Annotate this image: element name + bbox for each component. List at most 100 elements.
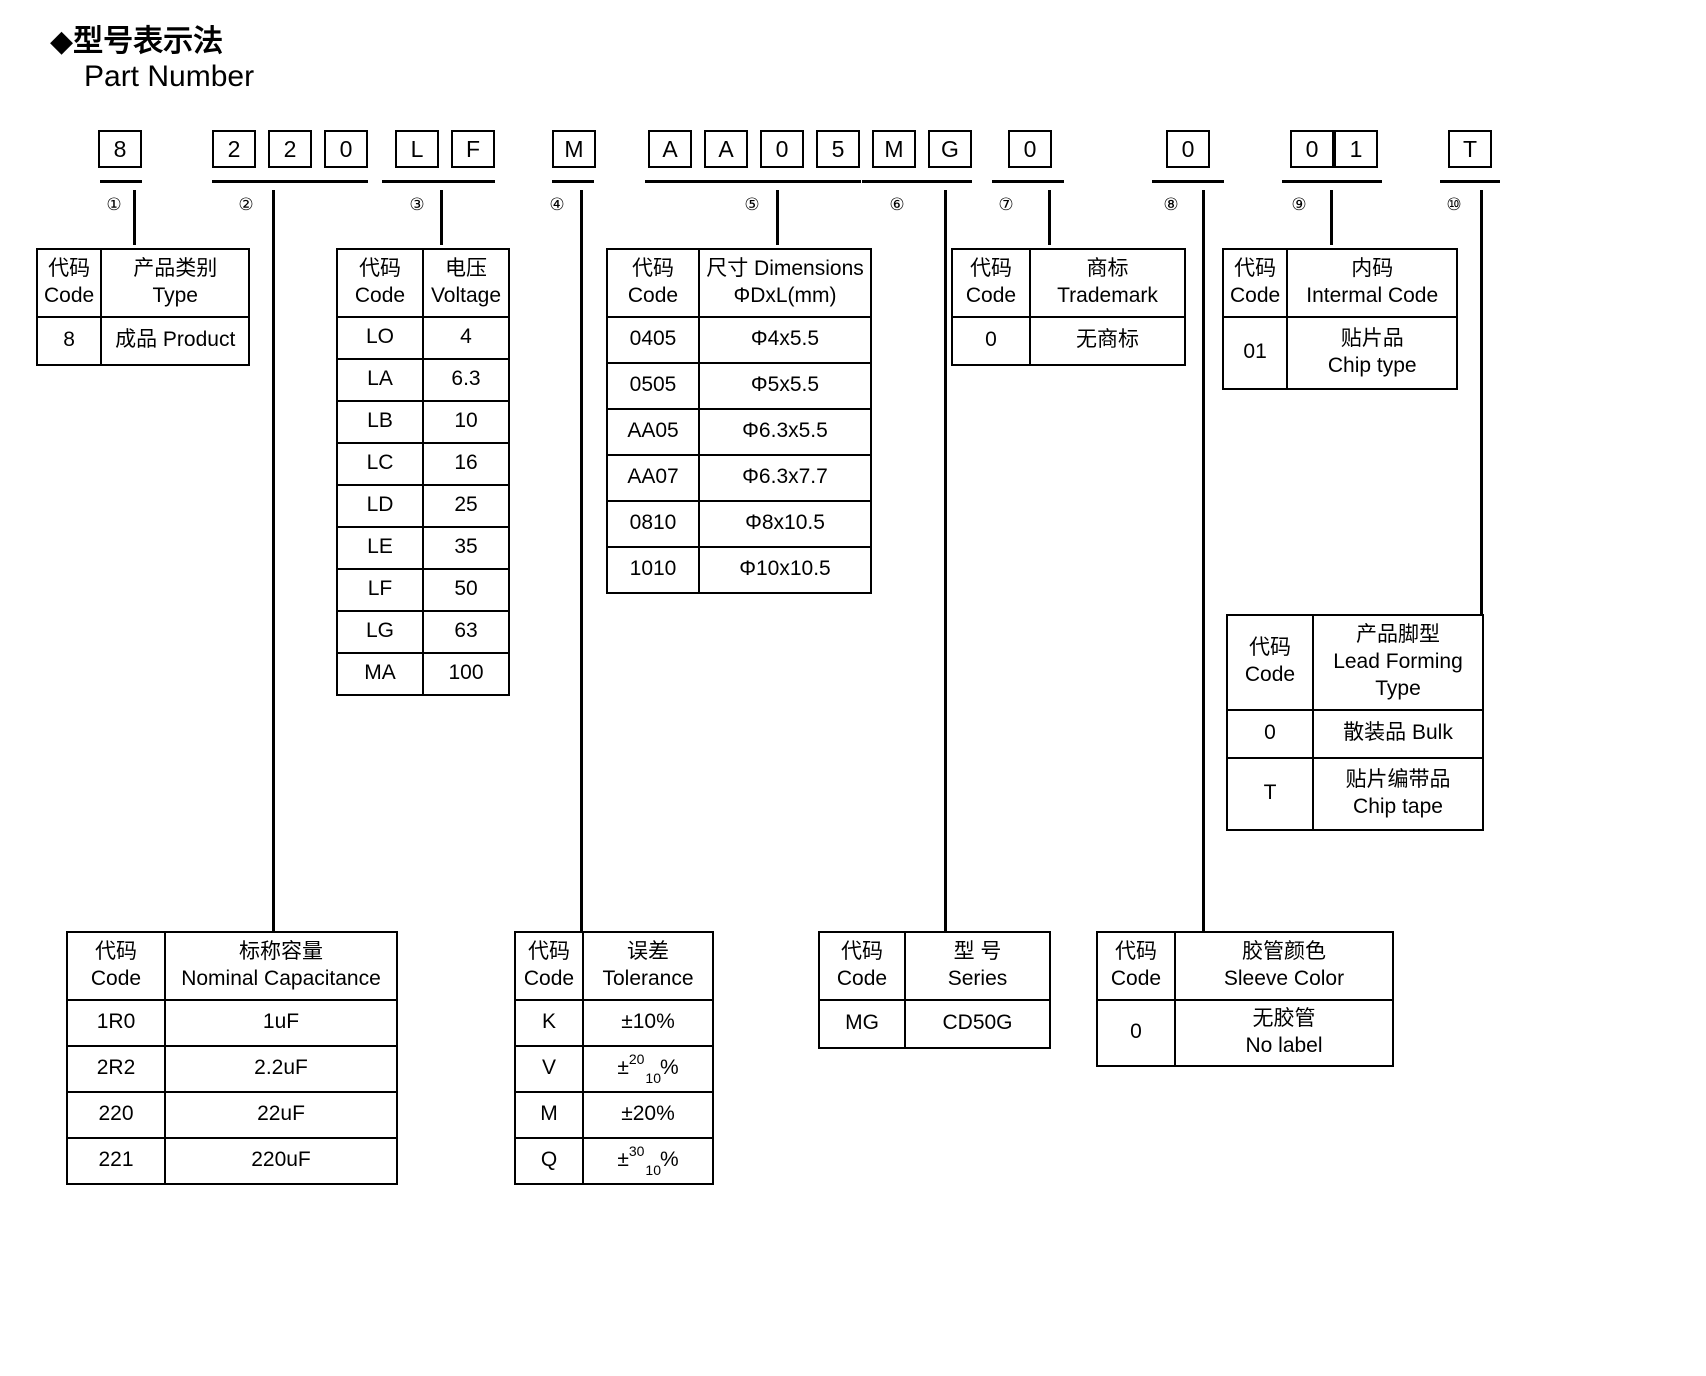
cell-code: T (1226, 756, 1314, 831)
marker-4: ④ (549, 195, 565, 214)
group-underline-5 (645, 180, 861, 183)
cell-code: 0810 (606, 499, 700, 548)
header-value-cn: 标称容量 (239, 940, 323, 963)
cell-code: 0505 (606, 361, 700, 410)
cell-value: 散装品 Bulk (1312, 708, 1484, 759)
group-underline-4 (552, 180, 594, 183)
leader-8 (1202, 190, 1205, 935)
pn-char-5-3: 0 (760, 130, 804, 168)
tolerance-fraction: ±3010% (617, 1143, 678, 1178)
header-value-en: ΦDxL(mm) (733, 283, 837, 307)
cell-value: 6.3 (422, 357, 510, 402)
group-underline-3 (382, 180, 495, 183)
cell-code: 1010 (606, 545, 700, 594)
header-value-cn: 产品类别 (133, 257, 218, 280)
table-row: Q ±3010% (514, 1136, 714, 1185)
cell-value-cn: 贴片编带品 (1345, 767, 1451, 791)
table-lead-forming-type: 代码 Code 产品脚型 Lead Forming Type 0 散装品 Bul… (1226, 614, 1484, 831)
cell-value: 贴片品 Chip type (1286, 315, 1459, 390)
tolerance-sup: 30 (628, 1143, 645, 1160)
pn-char-3-1: L (395, 130, 439, 168)
cell-code: AA05 (606, 407, 700, 456)
table-row: T 贴片编带品 Chip tape (1226, 756, 1484, 831)
cell-code: LA (336, 357, 424, 402)
cell-value: ±10% (582, 998, 714, 1047)
cell-code: 0405 (606, 315, 700, 364)
cell-value: Φ4x5.5 (698, 315, 872, 364)
marker-8: ⑧ (1163, 195, 1179, 214)
group-underline-6 (862, 180, 972, 183)
cell-value: Φ8x10.5 (698, 499, 872, 548)
pn-char-10-1: T (1448, 130, 1492, 168)
cell-code: 0 (1226, 708, 1314, 759)
header-code-cn: 代码 (1234, 257, 1277, 280)
table-row-header: 代码 Code 型 号 Series (818, 931, 1051, 1001)
header-value-en: Voltage (430, 283, 502, 307)
cell-code: MG (818, 998, 906, 1049)
marker-2: ② (238, 195, 254, 214)
cell-code: 2R2 (66, 1044, 166, 1093)
table-row: M ±20% (514, 1090, 714, 1139)
header-code-cn: 代码 (95, 940, 137, 963)
cell-value-cn: 贴片品 (1340, 326, 1404, 350)
header-code-cn: 代码 (632, 257, 674, 280)
header-value: 产品类别 Type (100, 248, 251, 318)
header-code-en: Code (1230, 283, 1281, 307)
cell-value: 220uF (164, 1136, 398, 1185)
cell-code: M (514, 1090, 584, 1139)
header-code: 代码 Code (35, 248, 103, 318)
cell-value: 贴片编带品 Chip tape (1312, 756, 1484, 831)
cell-value-en: Chip tape (1353, 794, 1443, 818)
table-row-header: 代码 Code 标称容量 Nominal Capacitance (66, 931, 398, 1001)
cell-code: 0 (951, 315, 1031, 366)
header-value-cn: 误差 (627, 940, 669, 963)
group-underline-10 (1440, 180, 1500, 183)
header-code-cn: 代码 (841, 940, 883, 963)
header-value: 商标 Trademark (1029, 248, 1186, 318)
table-row: V ±2010% (514, 1044, 714, 1093)
leader-5 (776, 190, 779, 245)
header-value-cn: 电压 (445, 257, 487, 280)
tolerance-sign: ± (617, 1148, 629, 1172)
header-value-cn: 型 号 (953, 940, 1002, 963)
table-series: 代码 Code 型 号 Series MG CD50G (818, 931, 1051, 1049)
pn-char-2-2: 2 (268, 130, 312, 168)
header-code-cn: 代码 (970, 257, 1012, 280)
cell-code: AA07 (606, 453, 700, 502)
cell-value: 16 (422, 441, 510, 486)
cell-code: K (514, 998, 584, 1047)
pn-char-9-2: 1 (1334, 130, 1378, 168)
group-underline-8 (1152, 180, 1224, 183)
marker-7: ⑦ (998, 195, 1014, 214)
pn-char-3-2: F (451, 130, 495, 168)
marker-3: ③ (409, 195, 425, 214)
header-code-en: Code (44, 283, 95, 307)
cell-code: LC (336, 441, 424, 486)
table-internal-code: 代码 Code 内码 Intermal Code 01 贴片品 Chip typ… (1221, 248, 1459, 390)
table-row: 01 贴片品 Chip type (1221, 315, 1459, 390)
marker-5: ⑤ (744, 195, 760, 214)
cell-code: 8 (35, 315, 103, 366)
pn-char-5-1: A (648, 130, 692, 168)
cell-code: 220 (66, 1090, 166, 1139)
cell-value: Φ6.3x7.7 (698, 453, 872, 502)
cell-code: 0 (1096, 998, 1176, 1067)
cell-value: 35 (422, 525, 510, 570)
pn-char-5-4: 5 (816, 130, 860, 168)
header-value-en: Intermal Code (1306, 283, 1439, 307)
header-code: 代码 Code (66, 931, 166, 1001)
pn-char-8-1: 0 (1166, 130, 1210, 168)
header-value: 产品脚型 Lead Forming Type (1312, 614, 1484, 711)
header-value: 尺寸 Dimensions ΦDxL(mm) (698, 248, 872, 318)
cell-code: LG (336, 609, 424, 654)
header-code-cn: 代码 (48, 257, 91, 280)
header-code-en: Code (1244, 663, 1296, 687)
cell-value: 成品 Product (100, 315, 251, 366)
cell-code: V (514, 1044, 584, 1093)
header-value-en: Lead Forming (1333, 649, 1463, 673)
table-row-header: 代码 Code 误差 Tolerance (514, 931, 714, 1001)
cell-value-en: Chip type (1327, 353, 1417, 377)
